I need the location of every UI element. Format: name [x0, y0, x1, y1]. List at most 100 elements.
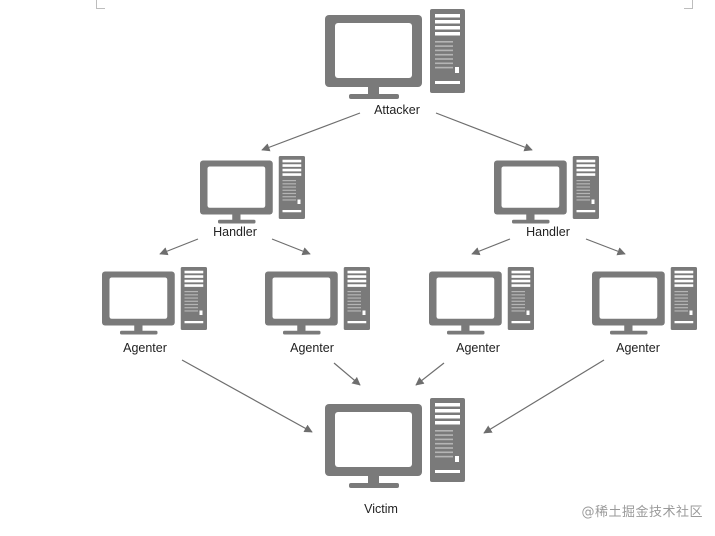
tower-vent — [511, 294, 525, 296]
tower-bay — [184, 270, 204, 274]
label-agent-4: Agenter — [616, 341, 660, 355]
computer-handler-left — [200, 156, 305, 224]
monitor-neck — [624, 325, 633, 332]
computer-attacker — [325, 9, 465, 99]
tower-vent — [674, 294, 688, 296]
monitor-base — [610, 330, 648, 335]
tower-vent — [435, 455, 453, 458]
tower-vent — [674, 297, 688, 299]
monitor-screen — [207, 166, 266, 208]
tower-vent — [282, 186, 296, 188]
edge-attacker-handler-right — [435, 112, 533, 152]
edge-attacker-handler-left — [261, 112, 361, 152]
corner-mark-right — [684, 0, 693, 9]
label-handler-right: Handler — [526, 225, 570, 239]
tower-slot — [511, 321, 531, 324]
tower-vent — [435, 442, 453, 445]
tower-led — [455, 456, 459, 462]
tower-vent — [674, 310, 688, 312]
tower-vent — [511, 297, 525, 299]
tower-vent — [347, 310, 361, 312]
monitor-screen — [599, 277, 658, 319]
tower-vent — [435, 66, 453, 69]
monitor-neck — [368, 87, 379, 95]
monitor-neck — [134, 325, 143, 332]
tower-led — [297, 199, 301, 204]
tower-bay — [435, 14, 460, 18]
tower-bay — [282, 164, 302, 167]
tower-slot — [674, 321, 694, 324]
label-attacker: Attacker — [374, 103, 420, 117]
computer-agent-2 — [265, 267, 370, 335]
tower-vent — [184, 297, 198, 299]
tower-bay — [576, 168, 596, 172]
monitor-screen — [436, 277, 495, 319]
tower-vent — [282, 189, 296, 191]
computer-agent-4 — [592, 267, 697, 335]
tower-bay — [576, 159, 596, 163]
monitor-neck — [461, 325, 470, 332]
tower-vent — [435, 451, 453, 454]
tower-vent — [435, 438, 453, 441]
edge-agent-2-victim — [333, 362, 361, 386]
computer-agent-1 — [102, 267, 207, 335]
tower-vent — [282, 199, 296, 201]
tower-vent — [347, 291, 361, 293]
tower-bay — [576, 173, 596, 176]
edge-agent-1-victim — [181, 359, 313, 433]
tower-slot — [347, 321, 367, 324]
tower-vent — [435, 62, 453, 65]
tower-vent — [511, 303, 525, 306]
edge-handler-right-agent-3 — [471, 238, 511, 256]
tower-vent — [576, 186, 590, 188]
edge-agent-4-victim — [483, 359, 605, 434]
tower-bay — [435, 32, 460, 36]
tower-led — [689, 310, 693, 315]
tower-bay — [674, 275, 694, 278]
tower-vent — [184, 310, 198, 312]
monitor-base — [283, 330, 321, 335]
tower-vent — [435, 41, 453, 43]
monitor-base — [218, 219, 256, 224]
label-agent-1: Agenter — [123, 341, 167, 355]
tower-vent — [435, 430, 453, 432]
tower-bay — [184, 284, 204, 287]
label-handler-left: Handler — [213, 225, 257, 239]
tower-led — [526, 310, 530, 315]
tower-vent — [184, 307, 198, 309]
tower-slot — [435, 470, 460, 473]
tower-bay — [347, 284, 367, 287]
monitor-screen — [109, 277, 168, 319]
tower-vent — [511, 300, 525, 302]
tower-bay — [282, 168, 302, 172]
tower-led — [455, 67, 459, 73]
tower-vent — [576, 196, 590, 198]
tower-vent — [347, 294, 361, 296]
tower-vent — [674, 303, 688, 306]
tower-bay — [184, 279, 204, 283]
tower-vent — [511, 310, 525, 312]
tower-vent — [576, 192, 590, 195]
tower-vent — [184, 300, 198, 302]
computer-handler-right — [494, 156, 599, 224]
tower-vent — [435, 58, 453, 60]
edge-handler-left-agent-2 — [271, 238, 311, 256]
tower-vent — [282, 180, 296, 182]
tower-vent — [184, 294, 198, 296]
tower-vent — [576, 183, 590, 185]
monitor-base — [120, 330, 158, 335]
monitor-neck — [232, 214, 241, 221]
tower-vent — [576, 180, 590, 182]
tower-vent — [184, 291, 198, 293]
tower-slot — [184, 321, 204, 324]
tower-slot — [576, 210, 596, 213]
tower-vent — [347, 300, 361, 302]
tower-vent — [435, 434, 453, 436]
monitor-base — [512, 219, 550, 224]
tower-vent — [511, 291, 525, 293]
tower-bay — [435, 415, 460, 419]
tower-bay — [347, 275, 367, 278]
label-agent-3: Agenter — [456, 341, 500, 355]
tower-bay — [435, 26, 460, 30]
